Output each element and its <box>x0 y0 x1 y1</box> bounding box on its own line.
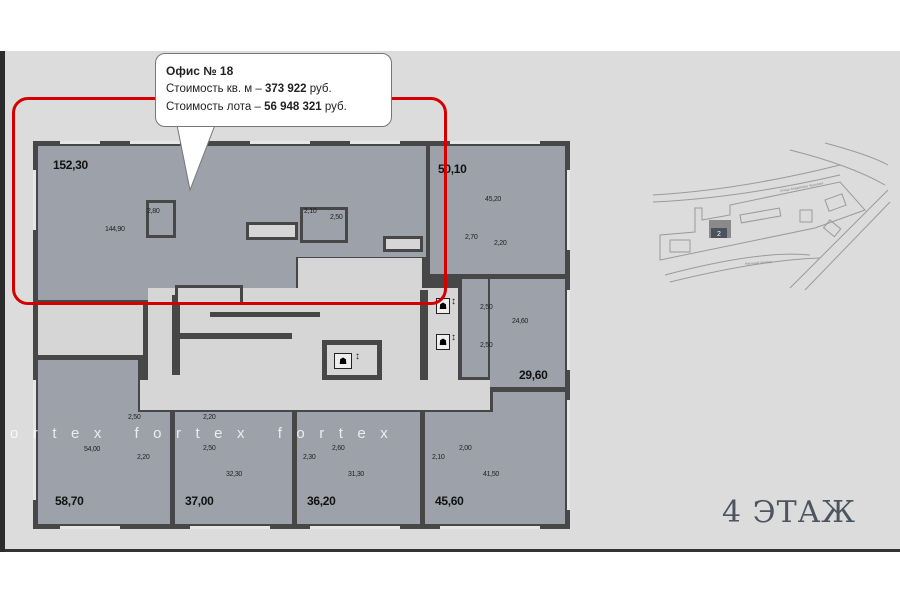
window <box>450 141 540 144</box>
price-lot: Стоимость лота – 56 948 321 руб. <box>166 98 381 116</box>
price-sqm-label: Стоимость кв. м – <box>166 83 265 95</box>
room-area: 2,70 <box>465 234 478 241</box>
window <box>310 526 400 529</box>
office-total-area: 45,60 <box>435 494 464 508</box>
window <box>440 526 540 529</box>
window <box>350 141 400 144</box>
window <box>130 141 180 144</box>
room-area: 45,20 <box>485 196 502 203</box>
window <box>33 380 36 500</box>
wall <box>172 333 292 339</box>
room-area: 2,60 <box>332 445 345 452</box>
main-corridor <box>140 380 490 410</box>
price-per-sqm: Стоимость кв. м – 373 922 руб. <box>166 80 381 98</box>
tooltip-title: Офис № 18 <box>166 64 234 78</box>
window <box>567 290 570 370</box>
office-tooltip: Офис № 18 Стоимость кв. м – 373 922 руб.… <box>155 53 392 127</box>
bathroom-fill <box>303 210 345 240</box>
currency: руб. <box>321 101 347 113</box>
room-area: 2,50 <box>480 342 493 349</box>
up-down-arrow-icon: ↕ <box>451 332 456 343</box>
room-area: 2,50 <box>128 414 141 421</box>
office-total-area: 36,20 <box>307 494 336 508</box>
window <box>33 170 36 230</box>
building-number: 2 <box>717 231 721 238</box>
window <box>567 400 570 510</box>
office-total-area: 152,30 <box>53 158 88 172</box>
selected-office-highlight <box>12 97 447 305</box>
office-18[interactable] <box>38 146 426 257</box>
room-area: 32,30 <box>226 471 243 478</box>
room-area: 2,00 <box>459 445 472 452</box>
site-map: 2 Улица Академика Челомея Научный проезд <box>652 142 891 290</box>
room-area: 2,10 <box>304 208 317 215</box>
office-29-60-baths <box>462 279 488 377</box>
room-area: 2,50 <box>480 304 493 311</box>
office-total-area: 37,00 <box>185 494 214 508</box>
window <box>250 141 310 144</box>
up-down-arrow-icon: ↕ <box>451 296 456 307</box>
price-lot-value: 56 948 321 <box>264 101 322 113</box>
price-lot-label: Стоимость лота – <box>166 101 265 113</box>
room-area: 2,20 <box>203 414 216 421</box>
room-area: 2,80 <box>147 208 160 215</box>
office-50-10[interactable] <box>430 146 565 274</box>
room-area: 41,50 <box>483 471 500 478</box>
panel-edge <box>0 51 5 552</box>
window <box>60 141 100 144</box>
room-area: 2,20 <box>494 240 507 247</box>
window <box>60 526 120 529</box>
office-36-20[interactable] <box>297 412 420 524</box>
room-area: 2,20 <box>137 454 150 461</box>
room-area: 2,50 <box>330 214 343 221</box>
room-area: 2,30 <box>303 454 316 461</box>
bathroom-fill <box>149 203 173 235</box>
street-label: Научный проезд <box>745 260 772 266</box>
office-29-60[interactable] <box>490 279 565 387</box>
left-lobby <box>38 305 143 355</box>
room-area: 54,00 <box>84 446 101 453</box>
office-45-60-top[interactable] <box>493 392 565 414</box>
window <box>567 170 570 250</box>
room-area: 144,90 <box>105 226 125 233</box>
storage <box>383 236 423 252</box>
freight-elevator-icon: ☗ <box>334 353 352 369</box>
wall <box>420 290 428 380</box>
office-37-00[interactable] <box>175 412 292 524</box>
room-area: 31,30 <box>348 471 365 478</box>
street-label: Улица Академика Челомея <box>779 181 823 193</box>
office-58-70-b[interactable] <box>38 412 170 524</box>
price-sqm-value: 373 922 <box>265 83 307 95</box>
office-45-60[interactable] <box>425 412 565 524</box>
floor-label: 4 ЭТАЖ <box>722 495 857 530</box>
storage-fill <box>249 225 295 237</box>
room-area: 24,60 <box>512 318 529 325</box>
elevator-icon: ☗ <box>436 334 450 350</box>
window <box>190 526 270 529</box>
wall <box>210 312 320 317</box>
room-area: 2,10 <box>432 454 445 461</box>
room-area: 2,50 <box>203 445 216 452</box>
watermark: ortex fortex fortex <box>10 425 403 442</box>
office-total-area: 29,60 <box>519 368 548 382</box>
office-total-area: 58,70 <box>55 494 84 508</box>
currency: руб. <box>306 83 332 95</box>
up-down-arrow-icon: ↕ <box>355 351 360 362</box>
